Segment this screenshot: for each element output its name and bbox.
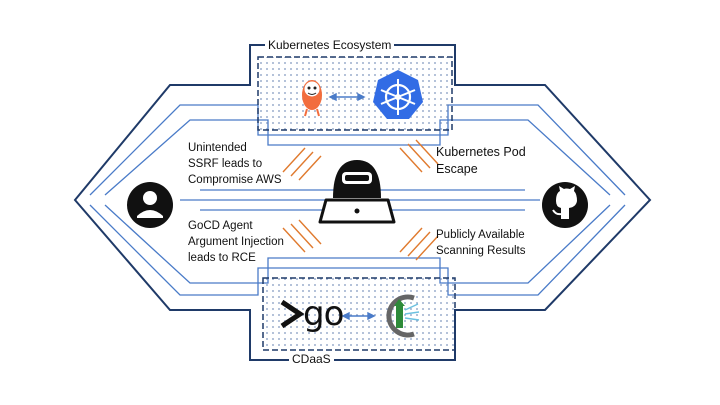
- outer-frame: [73, 44, 652, 361]
- cdaas-title: CDaaS: [289, 352, 334, 366]
- github-icon: [542, 182, 588, 228]
- cdaas-box: [262, 277, 456, 351]
- attack-label-scanning-results: Publicly Available Scanning Results: [436, 229, 526, 257]
- argo-k8s-link: [328, 92, 366, 102]
- attack-label-ssrf: Unintended SSRF leads to Compromise AWS: [188, 142, 282, 186]
- kubernetes-ecosystem-title: Kubernetes Ecosystem: [265, 38, 395, 52]
- hacker-icon: [318, 160, 396, 224]
- gocd-logo-text: go: [303, 294, 344, 334]
- gocd-scanner-link: [341, 311, 376, 321]
- kubernetes-icon: [373, 70, 423, 119]
- gocd-icon: [280, 299, 305, 329]
- scanner-icon: [386, 294, 420, 338]
- attack-label-gocd-rce: GoCD Agent Argument Injection leads to R…: [188, 220, 284, 264]
- argo-icon: [302, 80, 322, 117]
- kubernetes-ecosystem-box: [257, 56, 453, 131]
- attack-path-lines: [282, 139, 439, 261]
- attack-label-pod-escape: Kubernetes Pod Escape: [436, 145, 526, 176]
- user-avatar-icon: [127, 182, 173, 228]
